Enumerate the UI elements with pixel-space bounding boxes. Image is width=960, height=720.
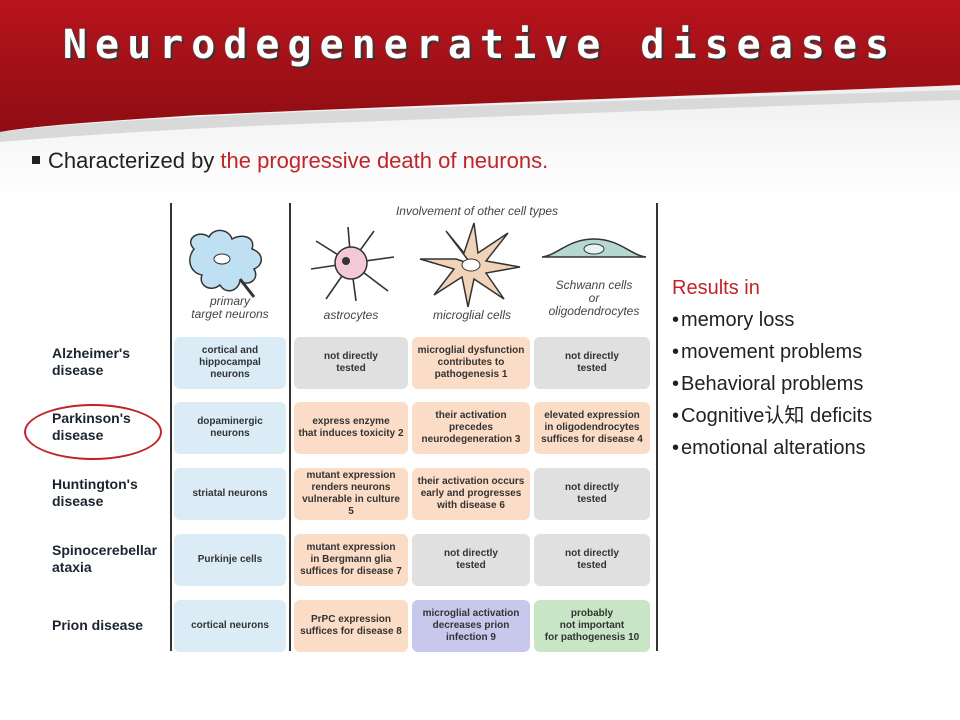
table-cell: Purkinje cells <box>174 534 286 586</box>
table-cell: PrPC expression suffices for disease 8 <box>294 600 408 652</box>
column-header-schwann-oligodendrocytes: Schwann cells or oligodendrocytes <box>548 278 640 318</box>
results-item: Behavioral problems <box>672 368 872 400</box>
table-cell: mutant expression in Bergmann glia suffi… <box>294 534 408 586</box>
schwann-cell-illustration <box>541 238 647 258</box>
column-header-microglia: microglial cells <box>432 308 512 322</box>
table-cell: express enzyme that induces toxicity 2 <box>294 402 408 454</box>
table-cell: microglial activation decreases prion in… <box>412 600 530 652</box>
row-label: Prion disease <box>52 617 144 633</box>
header-band <box>0 0 960 200</box>
figure-divider-2 <box>289 203 291 651</box>
results-item: movement problems <box>672 336 872 368</box>
table-cell: not directly tested <box>294 337 408 389</box>
slide-title: Neurodegenerative diseases <box>62 22 898 68</box>
parkinsons-highlight-circle <box>24 404 162 460</box>
row-label: Spinocerebellar ataxia <box>52 542 158 575</box>
results-item: emotional alterations <box>672 432 872 464</box>
bullet-text: Characterized by <box>48 148 221 173</box>
row-label: Huntington's disease <box>52 476 138 509</box>
table-cell: not directly tested <box>412 534 530 586</box>
table-cell: dopaminergic neurons <box>174 402 286 454</box>
table-cell: not directly tested <box>534 534 650 586</box>
results-item: memory loss <box>672 304 872 336</box>
table-cell: probably not important for pathogenesis … <box>534 600 650 652</box>
figure-divider-3 <box>656 203 658 651</box>
main-bullet: Characterized by the progressive death o… <box>32 148 548 174</box>
results-heading: Results in <box>672 277 760 299</box>
figure-divider-1 <box>170 203 172 651</box>
neuron-illustration <box>189 229 262 298</box>
results-list: memory loss movement problems Behavioral… <box>672 304 872 464</box>
table-cell: cortical and hippocampal neurons <box>174 337 286 389</box>
table-cell: striatal neurons <box>174 468 286 520</box>
column-header-astrocytes: astrocytes <box>323 308 379 322</box>
results-item: Cognitive认知 deficits <box>672 400 872 432</box>
astrocyte-illustration <box>310 226 395 302</box>
table-cell: not directly tested <box>534 337 650 389</box>
table-cell: elevated expression in oligodendrocytes … <box>534 402 650 454</box>
bullet-highlight: the progressive death of neurons. <box>220 148 549 173</box>
table-cell: mutant expression renders neurons vulner… <box>294 468 408 520</box>
column-header-primary-neurons: primary target neurons <box>191 294 269 321</box>
table-cell: their activation precedes neurodegenerat… <box>412 402 530 454</box>
table-cell: cortical neurons <box>174 600 286 652</box>
row-label: Alzheimer's disease <box>52 345 131 378</box>
square-bullet-icon <box>32 156 40 165</box>
table-cell: not directly tested <box>534 468 650 520</box>
microglia-illustration <box>419 222 521 308</box>
top-label: Involvement of other cell types <box>395 204 559 218</box>
results-panel: Results in memory loss movement problems… <box>672 272 872 464</box>
table-cell: their activation occurs early and progre… <box>412 468 530 520</box>
table-cell: microglial dysfunction contributes to pa… <box>412 337 530 389</box>
